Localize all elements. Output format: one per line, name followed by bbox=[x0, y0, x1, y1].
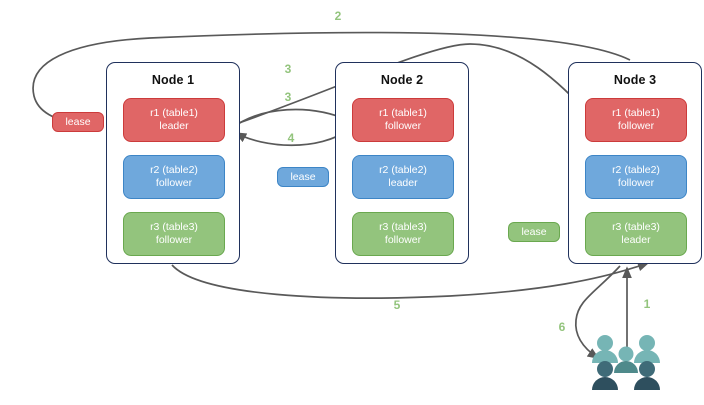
replica-node1-r3[interactable]: r3 (table3) follower bbox=[123, 212, 225, 256]
step-label-3-lower: 3 bbox=[284, 90, 292, 104]
node-box-3[interactable]: Node 3 r1 (table1) follower r2 (table2) … bbox=[568, 62, 702, 264]
step-label-1: 1 bbox=[643, 297, 651, 311]
replica-node1-r1[interactable]: r1 (table1) leader bbox=[123, 98, 225, 142]
replica-node2-r1[interactable]: r1 (table1) follower bbox=[352, 98, 454, 142]
replica-role: follower bbox=[384, 234, 422, 246]
node-box-2[interactable]: Node 2 r1 (table1) follower r2 (table2) … bbox=[335, 62, 469, 264]
node-title-3: Node 3 bbox=[613, 73, 657, 87]
replica-role: follower bbox=[617, 120, 655, 132]
replica-role: leader bbox=[159, 120, 189, 132]
replica-role: leader bbox=[388, 177, 418, 189]
replica-name: r3 (table3) bbox=[379, 221, 427, 233]
replica-node2-r2[interactable]: r2 (table2) leader bbox=[352, 155, 454, 199]
replica-name: r2 (table2) bbox=[150, 164, 198, 176]
replica-role: follower bbox=[617, 177, 655, 189]
replica-name: r1 (table1) bbox=[150, 107, 198, 119]
replica-node1-r2[interactable]: r2 (table2) follower bbox=[123, 155, 225, 199]
replica-name: r2 (table2) bbox=[379, 164, 427, 176]
edge-step-3-to-node2 bbox=[231, 108, 350, 129]
node-box-1[interactable]: Node 1 r1 (table1) leader r2 (table2) fo… bbox=[106, 62, 240, 264]
step-label-5: 5 bbox=[393, 298, 401, 312]
edge-step-5 bbox=[171, 261, 650, 299]
replica-name: r3 (table3) bbox=[150, 221, 198, 233]
replica-name: r3 (table3) bbox=[612, 221, 660, 233]
lease-badge-r2[interactable]: lease bbox=[277, 167, 329, 187]
replica-role: follower bbox=[155, 177, 193, 189]
step-label-3-upper: 3 bbox=[284, 62, 292, 76]
node-title-1: Node 1 bbox=[151, 73, 195, 87]
node-title-2: Node 2 bbox=[380, 73, 424, 87]
lease-badge-r3[interactable]: lease bbox=[508, 222, 560, 242]
replica-node3-r1[interactable]: r1 (table1) follower bbox=[585, 98, 687, 142]
replica-name: r1 (table1) bbox=[379, 107, 427, 119]
users-group-icon bbox=[592, 335, 660, 390]
replica-node3-r2[interactable]: r2 (table2) follower bbox=[585, 155, 687, 199]
replica-name: r1 (table1) bbox=[612, 107, 660, 119]
replica-node2-r3[interactable]: r3 (table3) follower bbox=[352, 212, 454, 256]
step-label-2: 2 bbox=[334, 9, 342, 23]
replica-name: r2 (table2) bbox=[612, 164, 660, 176]
replica-node3-r3[interactable]: r3 (table3) leader bbox=[585, 212, 687, 256]
replica-role: follower bbox=[384, 120, 422, 132]
replica-role: follower bbox=[155, 234, 193, 246]
lease-badge-r1[interactable]: lease bbox=[52, 112, 104, 132]
replica-role: leader bbox=[621, 234, 651, 246]
step-label-4: 4 bbox=[287, 131, 295, 145]
step-label-6: 6 bbox=[558, 320, 566, 334]
